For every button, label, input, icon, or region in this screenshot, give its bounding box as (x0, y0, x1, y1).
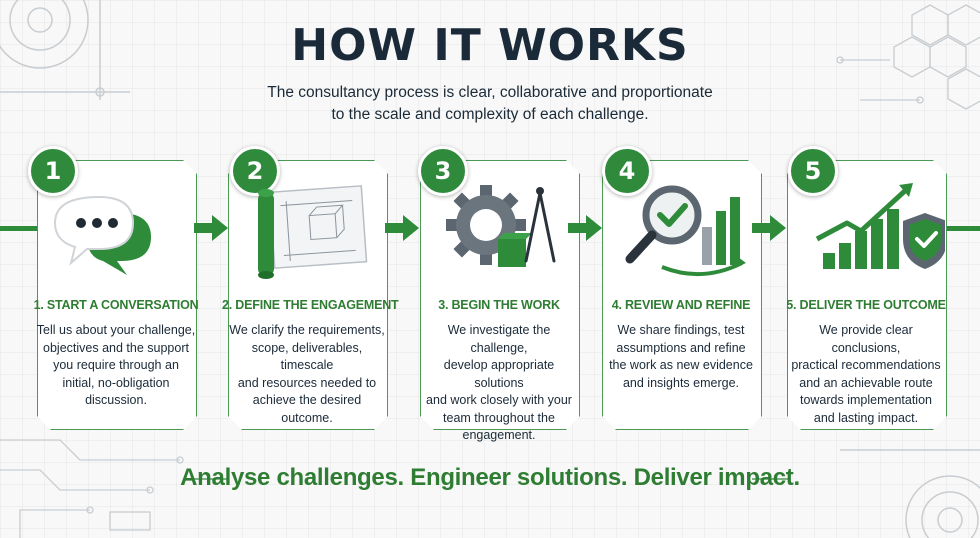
step-title: 2. DEFINE THE ENGAGEMENT (222, 298, 399, 312)
growth-shield-icon (815, 183, 945, 269)
gear-outline-decoration-icon (0, 0, 130, 100)
description-line: and resources needed to (237, 375, 377, 390)
tagline-rule-right (752, 478, 790, 480)
description-line: develop appropriate solutions (443, 358, 555, 390)
description-line: and insights emerge. (622, 375, 740, 390)
description-line: Tell us about your challenge, (36, 323, 196, 337)
description-line: towards implementation (799, 393, 932, 407)
step-number-badge: 1 (28, 146, 78, 196)
step-description: We share findings, test assumptions and … (601, 322, 761, 392)
description-line: the work as new evidence (609, 358, 753, 372)
page-subtitle: The consultancy process is clear, collab… (240, 82, 740, 126)
step-title: 3. BEGIN THE WORK (438, 298, 560, 312)
hexagon-pattern-decoration-icon (836, 4, 980, 110)
arrow-right-icon (568, 215, 602, 241)
flow-line-left (0, 226, 40, 231)
step-number-badge: 2 (230, 146, 280, 196)
description-line: We investigate the challenge, (447, 323, 551, 355)
description-line: and an achievable route (799, 375, 933, 390)
step-card-5 (787, 160, 947, 430)
arrow-right-icon (752, 215, 786, 241)
description-line: team throughout the (443, 410, 555, 425)
step-description: We clarify the requirements, scope, deli… (227, 322, 387, 427)
step-description: We investigate the challenge, develop ap… (419, 322, 579, 445)
flow-line-right (940, 226, 980, 231)
blueprint-icon (258, 185, 368, 279)
description-line: engagement. (462, 428, 536, 442)
description-line: objectives and the support (43, 340, 189, 355)
description-line: outcome. (281, 410, 333, 425)
gear-compass-icon (446, 185, 556, 267)
magnifier-check-icon (625, 185, 746, 277)
step-number-badge: 3 (418, 146, 468, 196)
circuit-decoration-left-icon (0, 439, 184, 538)
description-line: and lasting impact. (813, 410, 919, 425)
description-line: We share findings, test (617, 323, 745, 337)
step-number-badge: 5 (788, 146, 838, 196)
description-line: discussion. (85, 393, 147, 407)
description-line: you require through an (53, 358, 179, 372)
page-title: HOW IT WORKS (291, 20, 689, 71)
description-line: and work closely with your (426, 393, 572, 407)
description-line: initial, no-obligation (62, 375, 170, 390)
subtitle-line: to the scale and complexity of each chal… (331, 106, 649, 123)
tagline-rule-left (190, 478, 228, 480)
arrow-right-icon (385, 215, 419, 241)
description-line: scope, deliverables, timescale (251, 340, 363, 373)
description-line: achieve the desired (252, 393, 362, 407)
step-description: Tell us about your challenge, objectives… (36, 322, 196, 410)
step-title: 5. DELIVER THE OUTCOME (786, 298, 946, 312)
tagline: Analyse challenges. Engineer solutions. … (180, 464, 800, 491)
gear-outline-decoration-right-icon (840, 449, 980, 538)
description-line: assumptions and refine (616, 340, 746, 355)
description-line: practical recommendations (791, 358, 941, 372)
description-line: We clarify the requirements, (229, 323, 385, 337)
step-number-badge: 4 (602, 146, 652, 196)
description-line: We provide clear conclusions, (819, 323, 913, 355)
step-title: 4. REVIEW AND REFINE (611, 298, 751, 312)
chat-bubbles-icon (53, 195, 151, 275)
step-description: We provide clear conclusions, practical … (786, 322, 946, 427)
subtitle-line: The consultancy process is clear, collab… (267, 84, 713, 101)
arrow-right-icon (194, 215, 228, 241)
step-title: 1. START A CONVERSATION (33, 298, 199, 312)
